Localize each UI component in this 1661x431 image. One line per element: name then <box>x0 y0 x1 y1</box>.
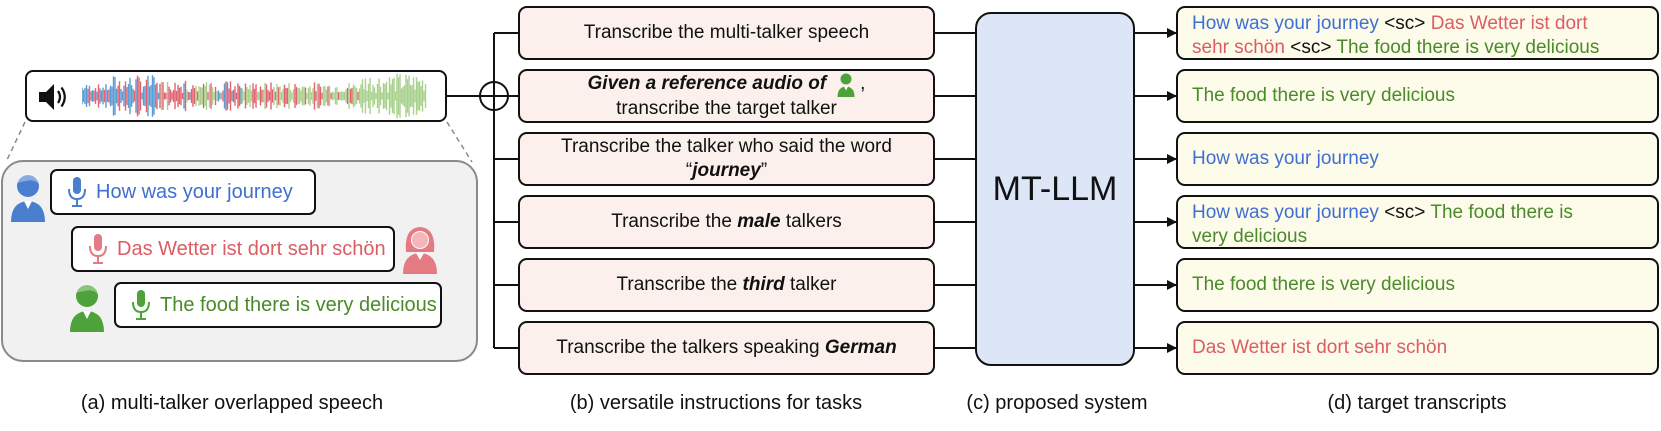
output-1-seg-d: The food there is very delicious <box>1336 37 1600 58</box>
output-4-seg-a: How was your journey <box>1192 202 1379 223</box>
output-4: How was your journey <sc> The food there… <box>1176 195 1659 249</box>
speaker-2-text: Das Wetter ist dort sehr schön <box>117 237 386 260</box>
combine-operator-icon <box>479 81 509 111</box>
output-1-text: How was your journey <sc> Das Wetter ist… <box>1192 12 1599 60</box>
male-speaker-icon <box>70 283 104 332</box>
output-2: The food there is very delicious <box>1176 69 1659 123</box>
instruction-4-bold: male <box>737 211 781 232</box>
caption-c: (c) proposed system <box>966 392 1148 414</box>
output-4-text: How was your journey <sc> The food there… <box>1192 201 1573 249</box>
speaker-2-utterance: Das Wetter ist dort sehr schön <box>71 226 395 272</box>
instruction-6-pre: Transcribe the talkers speaking <box>556 337 820 358</box>
output-1-seg-a: How was your journey <box>1192 13 1379 34</box>
instruction-5-line: Transcribe the third talker <box>617 273 837 297</box>
female-speaker-icon <box>403 227 437 274</box>
instruction-2-bold: Given a reference audio of <box>587 73 827 94</box>
open-quote: “ <box>685 160 693 181</box>
instruction-6: Transcribe the talkers speaking German <box>518 321 935 375</box>
instruction-5-pre: Transcribe the <box>616 274 738 295</box>
microphone-icon <box>89 234 107 264</box>
sc-token: <sc> <box>1384 202 1426 223</box>
microphone-icon <box>68 177 86 207</box>
instruction-2-line1: Given a reference audio of , <box>587 71 866 97</box>
system-label: MT-LLM <box>992 169 1118 208</box>
output-2-text: The food there is very delicious <box>1192 85 1455 106</box>
instruction-3-line1: Transcribe the talker who said the word <box>561 136 892 157</box>
instruction-2-comma: , <box>860 73 866 94</box>
output-6-text: Das Wetter ist dort sehr schön <box>1192 337 1448 358</box>
output-6: Das Wetter ist dort sehr schön <box>1176 321 1659 375</box>
speaker-3-utterance: The food there is very delicious <box>114 282 442 328</box>
close-quote: ” <box>760 160 768 181</box>
instruction-4-line: Transcribe the male talkers <box>611 210 842 234</box>
output-1-seg-c: sehr schön <box>1192 37 1285 58</box>
male-speaker-icon <box>11 173 45 222</box>
microphone-icon <box>132 290 150 320</box>
output-4-seg-b: The food there is <box>1430 202 1573 223</box>
output-1: How was your journey <sc> Das Wetter ist… <box>1176 6 1659 60</box>
speaker-panel: How was your journey Das Wetter ist dort… <box>1 160 478 362</box>
speaker-1-text: How was your journey <box>96 180 293 203</box>
caption-a: (a) multi-talker overlapped speech <box>80 392 384 414</box>
output-5: The food there is very delicious <box>1176 258 1659 312</box>
output-3: How was your journey <box>1176 132 1659 186</box>
mt-llm-system: MT-LLM <box>975 12 1135 366</box>
caption-b: (b) versatile instructions for tasks <box>569 392 863 414</box>
instruction-4: Transcribe the male talkers <box>518 195 935 249</box>
instruction-5-bold: third <box>742 274 785 295</box>
instruction-3: Transcribe the talker who said the word … <box>518 132 935 186</box>
instruction-1-text: Transcribe the multi-talker speech <box>583 22 870 43</box>
instruction-2-line2: transcribe the target talker <box>616 98 837 119</box>
instruction-2: Given a reference audio of , transcribe … <box>518 69 935 123</box>
instruction-4-post: talkers <box>785 211 842 232</box>
mixed-waveform <box>25 70 447 122</box>
instruction-5: Transcribe the third talker <box>518 258 935 312</box>
sc-token: <sc> <box>1290 37 1332 58</box>
instruction-1: Transcribe the multi-talker speech <box>518 6 935 60</box>
instruction-4-pre: Transcribe the <box>611 211 732 232</box>
instruction-6-line: Transcribe the talkers speaking German <box>556 336 896 360</box>
sc-token: <sc> <box>1384 13 1426 34</box>
instruction-6-bold: German <box>824 337 897 358</box>
instruction-3-keyword: journey <box>692 160 761 181</box>
instruction-5-post: talker <box>790 274 837 295</box>
speaker-1-utterance: How was your journey <box>50 169 316 215</box>
instruction-3-line2: “journey” <box>686 159 767 183</box>
speaker-icon <box>39 84 66 110</box>
output-5-text: The food there is very delicious <box>1192 274 1455 295</box>
output-1-seg-b: Das Wetter ist dort <box>1430 13 1588 34</box>
output-3-text: How was your journey <box>1192 148 1379 169</box>
caption-d: (d) target transcripts <box>1327 392 1507 414</box>
output-4-seg-c: very delicious <box>1192 226 1308 247</box>
reference-speaker-icon <box>837 73 855 97</box>
speaker-3-text: The food there is very delicious <box>160 293 437 316</box>
waveform-signal <box>82 73 427 119</box>
